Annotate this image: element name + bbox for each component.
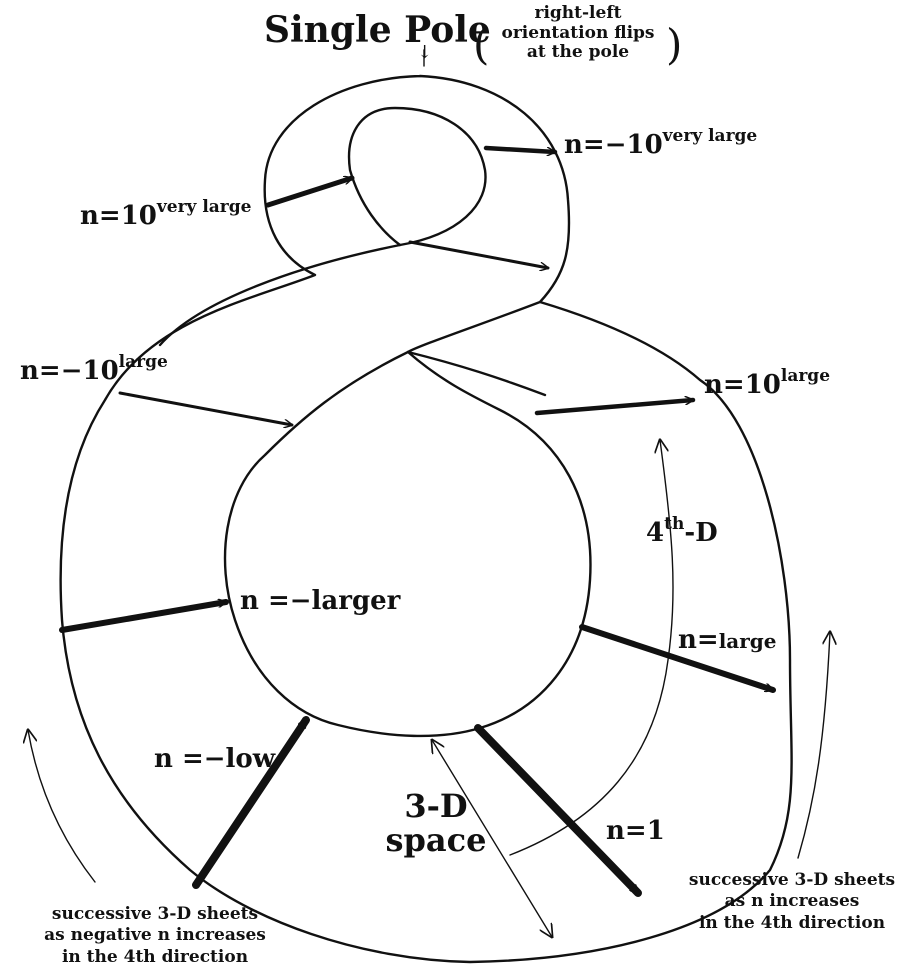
right-note-line-1: successive 3-D sheets xyxy=(672,870,912,891)
pole-note-line-3: at the pole xyxy=(492,43,664,63)
label-n-large-neg-exp: large xyxy=(119,352,168,372)
label-n-very-large-neg-exp: very large xyxy=(663,126,758,146)
pole-note-line-2: orientation flips xyxy=(492,24,664,44)
label-n-very-large-pos: n=10very large xyxy=(80,203,251,229)
right-note: successive 3-D sheets as n increases in … xyxy=(672,870,912,934)
right-note-line-2: as n increases xyxy=(672,891,912,912)
left-note: successive 3-D sheets as negative n incr… xyxy=(30,904,280,968)
right-note-line-3: in the 4th direction xyxy=(672,913,912,934)
inner-pole-loop xyxy=(349,108,485,245)
label-n-large-prefix: n= xyxy=(678,625,719,655)
label-n-one: n=1 xyxy=(606,818,665,844)
pole-pointer-icon: ↓ xyxy=(417,44,432,62)
label-n-large: n=large xyxy=(678,627,777,653)
left-direction-arrow xyxy=(28,730,95,882)
inner-hole-boundary xyxy=(225,352,590,736)
right-paren: ) xyxy=(666,24,682,66)
label-fourth-d-base: 4 xyxy=(646,518,664,548)
arrow-n-very-large-pos xyxy=(268,178,352,205)
label-n-very-large-neg: n=−10very large xyxy=(564,132,757,158)
arrow-n-large-neg xyxy=(120,393,292,425)
label-n-low-neg: n =−low xyxy=(154,746,275,772)
arrow-pole-right xyxy=(410,242,548,268)
left-note-line-2: as negative n increases xyxy=(30,925,280,946)
pole-note: right-left orientation flips at the pole xyxy=(492,4,664,63)
label-fourth-d-exp: th xyxy=(664,514,684,534)
label-n-large-neg: n=−10large xyxy=(20,358,168,384)
twist-edge-lower xyxy=(408,302,540,352)
label-fourth-d-suffix: -D xyxy=(684,518,717,548)
diagram-title: Single Pole xyxy=(264,12,491,48)
arrow-n-one xyxy=(478,728,638,893)
label-3d-space-line-2: space xyxy=(376,824,496,858)
label-n-very-large-pos-base: n=10 xyxy=(80,201,157,231)
label-n-large-neg-base: n=−10 xyxy=(20,356,119,386)
label-n-large-word: large xyxy=(719,629,777,653)
pole-note-line-1: right-left xyxy=(492,4,664,24)
label-n-very-large-neg-base: n=−10 xyxy=(564,130,663,160)
label-fourth-d: 4th-D xyxy=(646,520,718,546)
arrow-n-large-pos xyxy=(537,400,693,413)
label-n-large-pos-exp: large xyxy=(781,366,830,386)
label-3d-space: 3-D space xyxy=(376,790,496,857)
arrow-n-larger-neg xyxy=(62,602,226,630)
left-paren: ( xyxy=(473,24,489,66)
left-note-line-1: successive 3-D sheets xyxy=(30,904,280,925)
twist-edge-upper xyxy=(160,245,400,345)
label-3d-space-line-1: 3-D xyxy=(376,790,496,824)
label-n-larger-neg: n =−larger xyxy=(240,588,400,614)
right-direction-arrow xyxy=(798,632,830,858)
label-n-large-pos-base: n=10 xyxy=(704,370,781,400)
left-note-line-3: in the 4th direction xyxy=(30,947,280,968)
label-n-large-pos: n=10large xyxy=(704,372,830,398)
band-seam xyxy=(408,352,545,395)
arrow-n-very-large-neg xyxy=(486,148,555,152)
label-n-very-large-pos-exp: very large xyxy=(157,197,252,217)
